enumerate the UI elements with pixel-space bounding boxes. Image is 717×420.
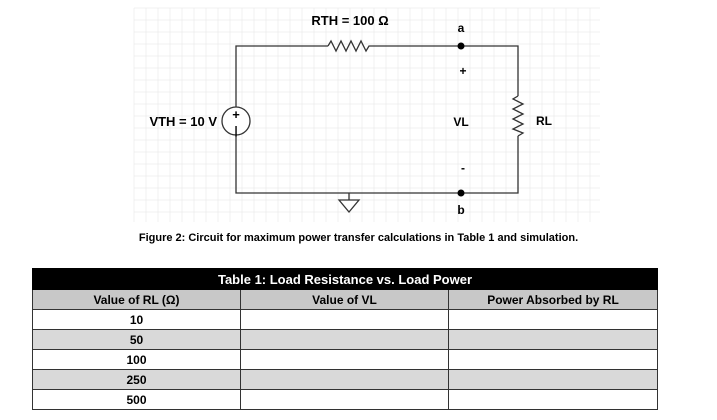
power-cell[interactable] <box>448 329 658 350</box>
node-b-label: b <box>457 203 464 217</box>
vl-cell[interactable] <box>240 389 449 410</box>
rth-resistor-icon <box>327 39 372 53</box>
figure-caption: Figure 2: Circuit for maximum power tran… <box>138 232 579 244</box>
rl-value: 500 <box>32 389 241 410</box>
rl-resistor-icon <box>511 95 525 137</box>
rl-label: RL <box>536 114 552 128</box>
vl-cell[interactable] <box>240 329 449 350</box>
ground-icon <box>337 199 361 214</box>
vl-cell[interactable] <box>240 349 449 370</box>
table-row: 500 <box>32 389 658 410</box>
table-row: 10 <box>32 309 658 330</box>
voltage-source-icon <box>221 106 251 136</box>
top-right-wire <box>372 45 519 96</box>
power-cell[interactable] <box>448 349 658 370</box>
table-title: Table 1: Load Resistance vs. Load Power <box>32 268 658 290</box>
node-a-label: a <box>458 21 465 35</box>
power-cell[interactable] <box>448 369 658 390</box>
table-row: 50 <box>32 329 658 350</box>
load-power-table: Table 1: Load Resistance vs. Load Power … <box>32 268 658 410</box>
vl-cell[interactable] <box>240 309 449 330</box>
rl-value: 250 <box>32 369 241 390</box>
header-vl: Value of VL <box>240 289 449 310</box>
vl-minus-sign: - <box>461 161 465 175</box>
vth-label: VTH = 10 V <box>149 114 217 129</box>
table-row: 250 <box>32 369 658 390</box>
vl-label: VL <box>453 115 468 129</box>
grid-background <box>133 7 600 222</box>
vl-cell[interactable] <box>240 369 449 390</box>
circuit-wires <box>235 45 519 200</box>
table-header-row: Value of RL (Ω) Value of VL Power Absorb… <box>32 289 658 310</box>
rl-value: 10 <box>32 309 241 330</box>
table-title-row: Table 1: Load Resistance vs. Load Power <box>32 268 658 290</box>
rth-label: RTH = 100 Ω <box>311 13 388 28</box>
right-lower-wire <box>235 136 519 194</box>
table-row: 100 <box>32 349 658 370</box>
header-power: Power Absorbed by RL <box>448 289 658 310</box>
power-cell[interactable] <box>448 389 658 410</box>
power-cell[interactable] <box>448 309 658 330</box>
rl-value: 100 <box>32 349 241 370</box>
vl-plus-sign: + <box>459 64 466 78</box>
node-a-dot <box>457 42 465 50</box>
header-rl: Value of RL (Ω) <box>32 289 241 310</box>
source-plus-sign: + <box>232 107 240 122</box>
rl-value: 50 <box>32 329 241 350</box>
node-b-dot <box>457 189 465 197</box>
source-minus-sign: | <box>234 125 237 137</box>
circuit-diagram: + | RTH = 100 Ω VTH = 10 V RL VL a b + - <box>133 7 600 222</box>
top-left-wire <box>235 45 328 107</box>
